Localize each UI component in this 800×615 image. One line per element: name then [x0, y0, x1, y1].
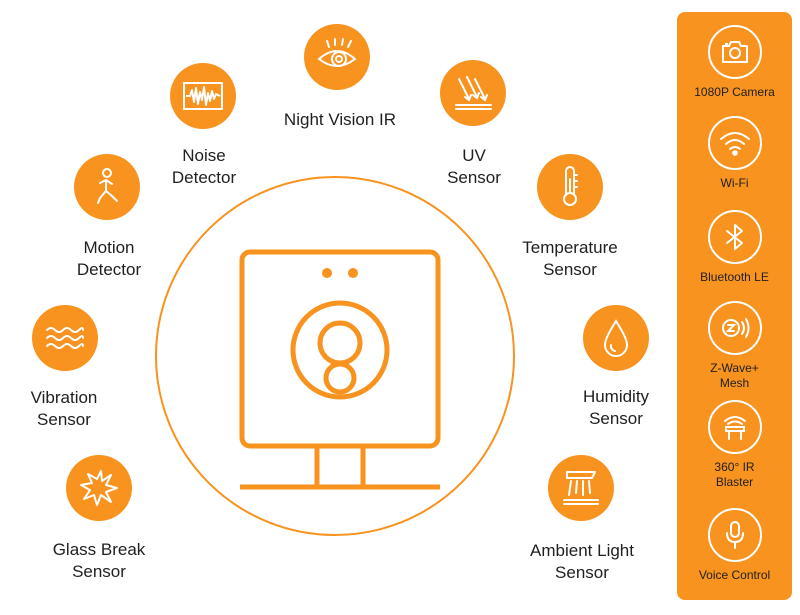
conn-item-wifi: Wi-Fi — [677, 116, 792, 191]
uv-rays-icon — [455, 76, 492, 110]
bluetooth-icon — [725, 224, 743, 250]
ir-blaster-icon — [723, 416, 746, 440]
sensor-icon-night-vision — [304, 24, 370, 90]
camera-device-illustration — [239, 249, 441, 490]
conn-item-camera: 1080P Camera — [677, 25, 792, 100]
center-ring — [155, 176, 515, 536]
conn-label-voice: Voice Control — [698, 568, 771, 582]
eye-icon — [317, 38, 357, 67]
running-person-icon — [97, 168, 118, 204]
microphone-icon — [725, 521, 744, 549]
conn-item-bluetooth: Bluetooth LE — [677, 210, 792, 285]
sensor-label-night-vision: Night Vision IR — [283, 110, 397, 129]
conn-label-wifi: Wi-Fi — [720, 176, 749, 190]
vibration-waves-icon — [46, 327, 84, 349]
sensor-icon-temperature — [537, 154, 603, 220]
conn-item-z-wave: Z-Wave+Mesh — [677, 301, 792, 391]
conn-icon-camera-circle — [707, 25, 762, 79]
conn-icon-wifi-circle — [707, 116, 762, 170]
sensor-icon-uv — [440, 60, 506, 126]
conn-label-bluetooth: Bluetooth LE — [700, 270, 769, 284]
ambient-light-icon — [563, 471, 599, 505]
sensor-icon-noise — [170, 63, 236, 129]
sensor-icon-glass-break — [66, 455, 132, 521]
glass-break-icon — [80, 470, 118, 506]
conn-label-camera: 1080P Camera — [694, 85, 775, 99]
sensor-icon-motion — [74, 154, 140, 220]
conn-icon-z-wave-circle — [707, 301, 762, 355]
water-drop-icon — [603, 319, 629, 357]
camera-icon — [721, 41, 748, 63]
wifi-icon — [719, 132, 750, 156]
sensor-icon-vibration — [32, 305, 98, 371]
conn-icon-bluetooth-circle — [707, 210, 762, 264]
z-wave-icon — [721, 318, 749, 338]
conn-icon-ir-blaster-circle — [707, 400, 762, 454]
conn-icon-voice-circle — [707, 508, 762, 562]
waveform-icon — [183, 82, 223, 110]
sensor-icon-humidity — [583, 305, 649, 371]
sensor-icon-ambient-light — [548, 455, 614, 521]
connectivity-panel: 1080P Camera Wi-Fi Bluetooth LE — [677, 12, 792, 600]
conn-item-voice: Voice Control — [677, 508, 792, 583]
conn-label-z-wave: Z-Wave+Mesh — [710, 361, 759, 390]
thermometer-icon — [563, 166, 578, 206]
